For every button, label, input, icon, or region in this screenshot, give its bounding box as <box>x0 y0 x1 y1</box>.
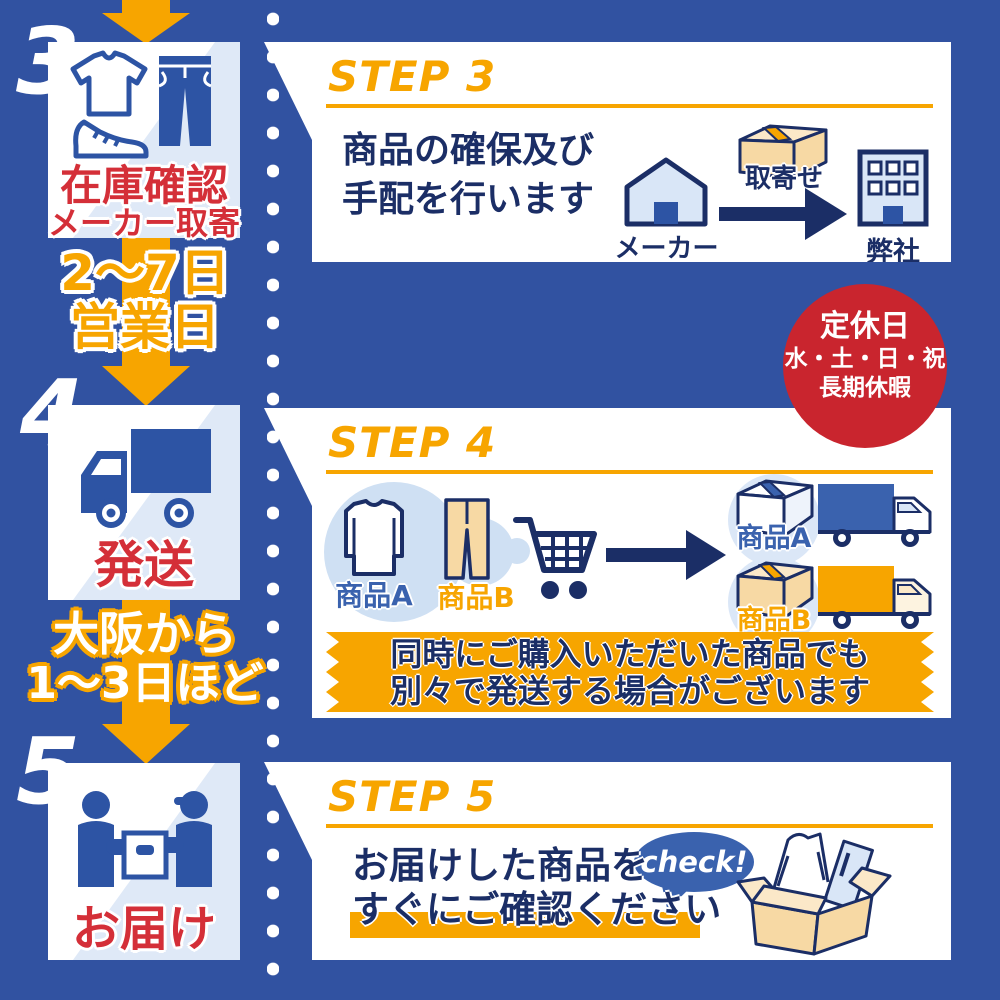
jeans-icon <box>158 56 212 146</box>
banner-line2: 別々で発送する場合がございます <box>389 672 870 710</box>
step5-title-rule <box>326 824 933 828</box>
step3-panel: STEP 3 商品の確保及び 手配を行います メーカー 取寄せ <box>264 42 951 262</box>
step5-desc-line1: お届けした商品を <box>352 844 648 887</box>
holiday-line3: 長期休暇 <box>819 375 911 401</box>
speech-bubble-icon: check! <box>634 832 754 892</box>
right-arrow-icon <box>606 530 726 580</box>
right-arrow-icon <box>719 188 847 240</box>
step5-title: STEP 5 <box>328 772 497 821</box>
step5-side-label: お届け <box>71 901 216 957</box>
pants-icon <box>444 498 490 580</box>
step3-number: 3 <box>16 8 80 115</box>
shipment-b-label: 商品B <box>736 605 812 636</box>
down-arrow-icon <box>102 236 190 406</box>
step4-side-label: 発送 <box>94 536 194 594</box>
company-label: 弊社 <box>866 237 920 268</box>
shipment-a-label: 商品A <box>736 523 812 554</box>
transfer-label: 取寄せ <box>744 164 823 194</box>
step4-panel: STEP 4 商品A 商品B <box>264 408 951 718</box>
house-icon <box>624 157 708 227</box>
truck-icon <box>81 429 211 528</box>
step3-side-label-line1: 在庫確認 <box>59 161 228 210</box>
shopping-cart-icon <box>513 517 597 599</box>
holiday-line1: 定休日 <box>820 309 910 344</box>
items-blob-tail <box>504 538 530 564</box>
interval-4-5-lead-time: 大阪から 1〜3日ほど <box>5 607 285 709</box>
step4-side-card: 発送 <box>48 405 240 600</box>
building-icon <box>857 149 929 227</box>
step4-title-rule <box>326 470 933 474</box>
step3-desc-line2: 手配を行います <box>342 179 595 220</box>
interval-3-4-line2: 営業日 <box>70 298 220 356</box>
handoff-icon <box>78 791 212 887</box>
truck-orange-icon <box>818 566 932 629</box>
step5-number: 5 <box>16 718 80 825</box>
t-shirt-icon <box>70 50 148 117</box>
step3-desc-line1: 商品の確保及び <box>342 130 595 171</box>
split-shipping-banner: 同時にご購入いただいた商品でも 別々で発送する場合がございます <box>326 632 934 712</box>
item-a-label: 商品A <box>335 579 413 612</box>
interval-4-5-line2: 1〜3日ほど <box>26 657 264 709</box>
interval-4-5-line1: 大阪から <box>53 607 237 661</box>
step4-number: 4 <box>20 360 84 467</box>
item-b-label: 商品B <box>437 581 515 614</box>
parcel-box-blue-icon <box>736 479 814 538</box>
step3-side-card: 在庫確認 メーカー取寄 <box>48 42 240 242</box>
parcel-box-icon <box>738 124 828 180</box>
step3-title: STEP 3 <box>328 52 497 101</box>
sneaker-icon <box>73 119 149 159</box>
long-sleeve-shirt-icon <box>344 499 404 576</box>
step5-panel: STEP 5 お届けした商品を すぐにご確認ください check! <box>264 762 951 960</box>
step3-description: 商品の確保及び 手配を行います <box>342 126 594 224</box>
step5-side-card: お届け <box>48 763 240 960</box>
dotted-divider <box>267 0 279 1000</box>
holiday-line2: 水・土・日・祝 <box>784 346 946 372</box>
interval-3-4-line1: 2〜7日 <box>60 244 230 302</box>
banner-line1: 同時にご購入いただいた商品でも <box>390 635 870 673</box>
step5-desc-line2: すぐにご確認ください <box>352 888 722 931</box>
parcel-box-tan-icon <box>736 561 814 620</box>
truck-blue-icon <box>818 484 932 547</box>
step3-side-label-line2: メーカー取寄 <box>48 204 241 242</box>
interval-3-4-lead-time: 2〜7日 営業日 <box>20 246 270 354</box>
maker-label: メーカー <box>614 234 719 264</box>
open-box-icon <box>736 832 892 956</box>
step4-title: STEP 4 <box>328 418 497 467</box>
holiday-badge: 定休日 水・土・日・祝 長期休暇 <box>783 284 947 448</box>
highlight-bar <box>350 912 700 938</box>
down-arrow-icon <box>102 598 190 764</box>
check-label: check! <box>640 845 748 879</box>
step3-title-rule <box>326 104 933 108</box>
step5-description: お届けした商品を すぐにご確認ください <box>352 844 721 932</box>
down-arrow-icon <box>102 0 190 44</box>
